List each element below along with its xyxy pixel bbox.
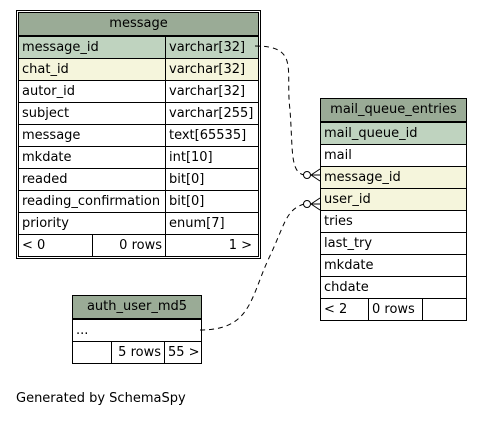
table-row: subject varchar[255] bbox=[19, 102, 258, 124]
column-type: varchar[32] bbox=[165, 59, 255, 80]
footer-empty-cell bbox=[422, 299, 466, 320]
column-type: bit[0] bbox=[165, 169, 255, 190]
auth-user-md5-table-header[interactable]: auth_user_md5 bbox=[73, 296, 201, 319]
mail-queue-entries-table[interactable]: mail_queue_entries mail_queue_id mail me… bbox=[320, 98, 467, 321]
column-name: chat_id bbox=[22, 62, 69, 77]
column-type: varchar[32] bbox=[165, 81, 255, 102]
column-name: tries bbox=[324, 214, 353, 229]
row-count: 0 rows bbox=[92, 235, 165, 256]
column-name: message_id bbox=[324, 170, 401, 185]
column-name: reading_confirmation bbox=[22, 194, 161, 209]
column-name: message bbox=[22, 128, 81, 143]
auth-user-md5-table[interactable]: auth_user_md5 ... 5 rows 55 > bbox=[72, 295, 202, 364]
table-row: tries bbox=[321, 210, 466, 232]
row-count: 0 rows bbox=[368, 299, 422, 320]
column-type: enum[7] bbox=[165, 213, 255, 234]
column-name: subject bbox=[22, 106, 70, 121]
column-name: mkdate bbox=[324, 258, 374, 273]
column-type: int[10] bbox=[165, 147, 255, 168]
table-row: mkdate int[10] bbox=[19, 146, 258, 168]
parents-link[interactable]: < 0 bbox=[22, 238, 46, 253]
table-row: priority enum[7] bbox=[19, 212, 258, 234]
table-row: chat_id varchar[32] bbox=[19, 58, 258, 80]
message-table[interactable]: message message_id varchar[32] chat_id v… bbox=[16, 10, 261, 259]
column-name: priority bbox=[22, 216, 69, 231]
column-name: mail_queue_id bbox=[324, 126, 418, 141]
column-name: chdate bbox=[324, 280, 369, 295]
column-type: varchar[255] bbox=[165, 103, 255, 124]
column-name: readed bbox=[22, 172, 68, 187]
row-count: 5 rows bbox=[111, 342, 164, 363]
crowsfoot-icon bbox=[310, 168, 321, 182]
mail-queue-entries-table-header[interactable]: mail_queue_entries bbox=[321, 99, 466, 122]
parents-link[interactable]: < 2 bbox=[324, 302, 348, 317]
optional-marker-icon bbox=[303, 171, 311, 179]
message-id-relationship-line bbox=[254, 45, 305, 176]
table-row: readed bit[0] bbox=[19, 168, 258, 190]
column-type: varchar[32] bbox=[165, 37, 255, 58]
table-row: message_id bbox=[321, 166, 466, 188]
column-name: message_id bbox=[22, 40, 99, 55]
column-type: bit[0] bbox=[165, 191, 255, 212]
table-row: message_id varchar[32] bbox=[19, 36, 258, 58]
table-row: last_try bbox=[321, 232, 466, 254]
table-footer: < 2 0 rows bbox=[321, 298, 466, 320]
column-name: last_try bbox=[324, 236, 373, 251]
table-footer: 5 rows 55 > bbox=[73, 341, 201, 363]
table-row: message text[65535] bbox=[19, 124, 258, 146]
crowsfoot-icon bbox=[310, 197, 321, 211]
table-row: mail bbox=[321, 144, 466, 166]
generated-by-credit: Generated by SchemaSpy bbox=[16, 391, 186, 406]
table-row: chdate bbox=[321, 276, 466, 298]
children-link[interactable]: 1 > bbox=[165, 235, 255, 256]
column-name: autor_id bbox=[22, 84, 75, 99]
table-row: user_id bbox=[321, 188, 466, 210]
optional-marker-icon bbox=[303, 200, 311, 208]
column-name: mail bbox=[324, 148, 352, 163]
message-table-header[interactable]: message bbox=[19, 13, 258, 36]
column-name: mkdate bbox=[22, 150, 72, 165]
table-row: mail_queue_id bbox=[321, 122, 466, 144]
table-row: autor_id varchar[32] bbox=[19, 80, 258, 102]
user-id-relationship-line bbox=[199, 203, 305, 331]
ellipsis-row: ... bbox=[76, 323, 89, 338]
column-type: text[65535] bbox=[165, 125, 255, 146]
table-footer: < 0 0 rows 1 > bbox=[19, 234, 258, 256]
table-row: ... bbox=[73, 319, 201, 341]
table-row: reading_confirmation bit[0] bbox=[19, 190, 258, 212]
table-row: mkdate bbox=[321, 254, 466, 276]
children-link[interactable]: 55 > bbox=[164, 342, 201, 363]
column-name: user_id bbox=[324, 192, 371, 207]
